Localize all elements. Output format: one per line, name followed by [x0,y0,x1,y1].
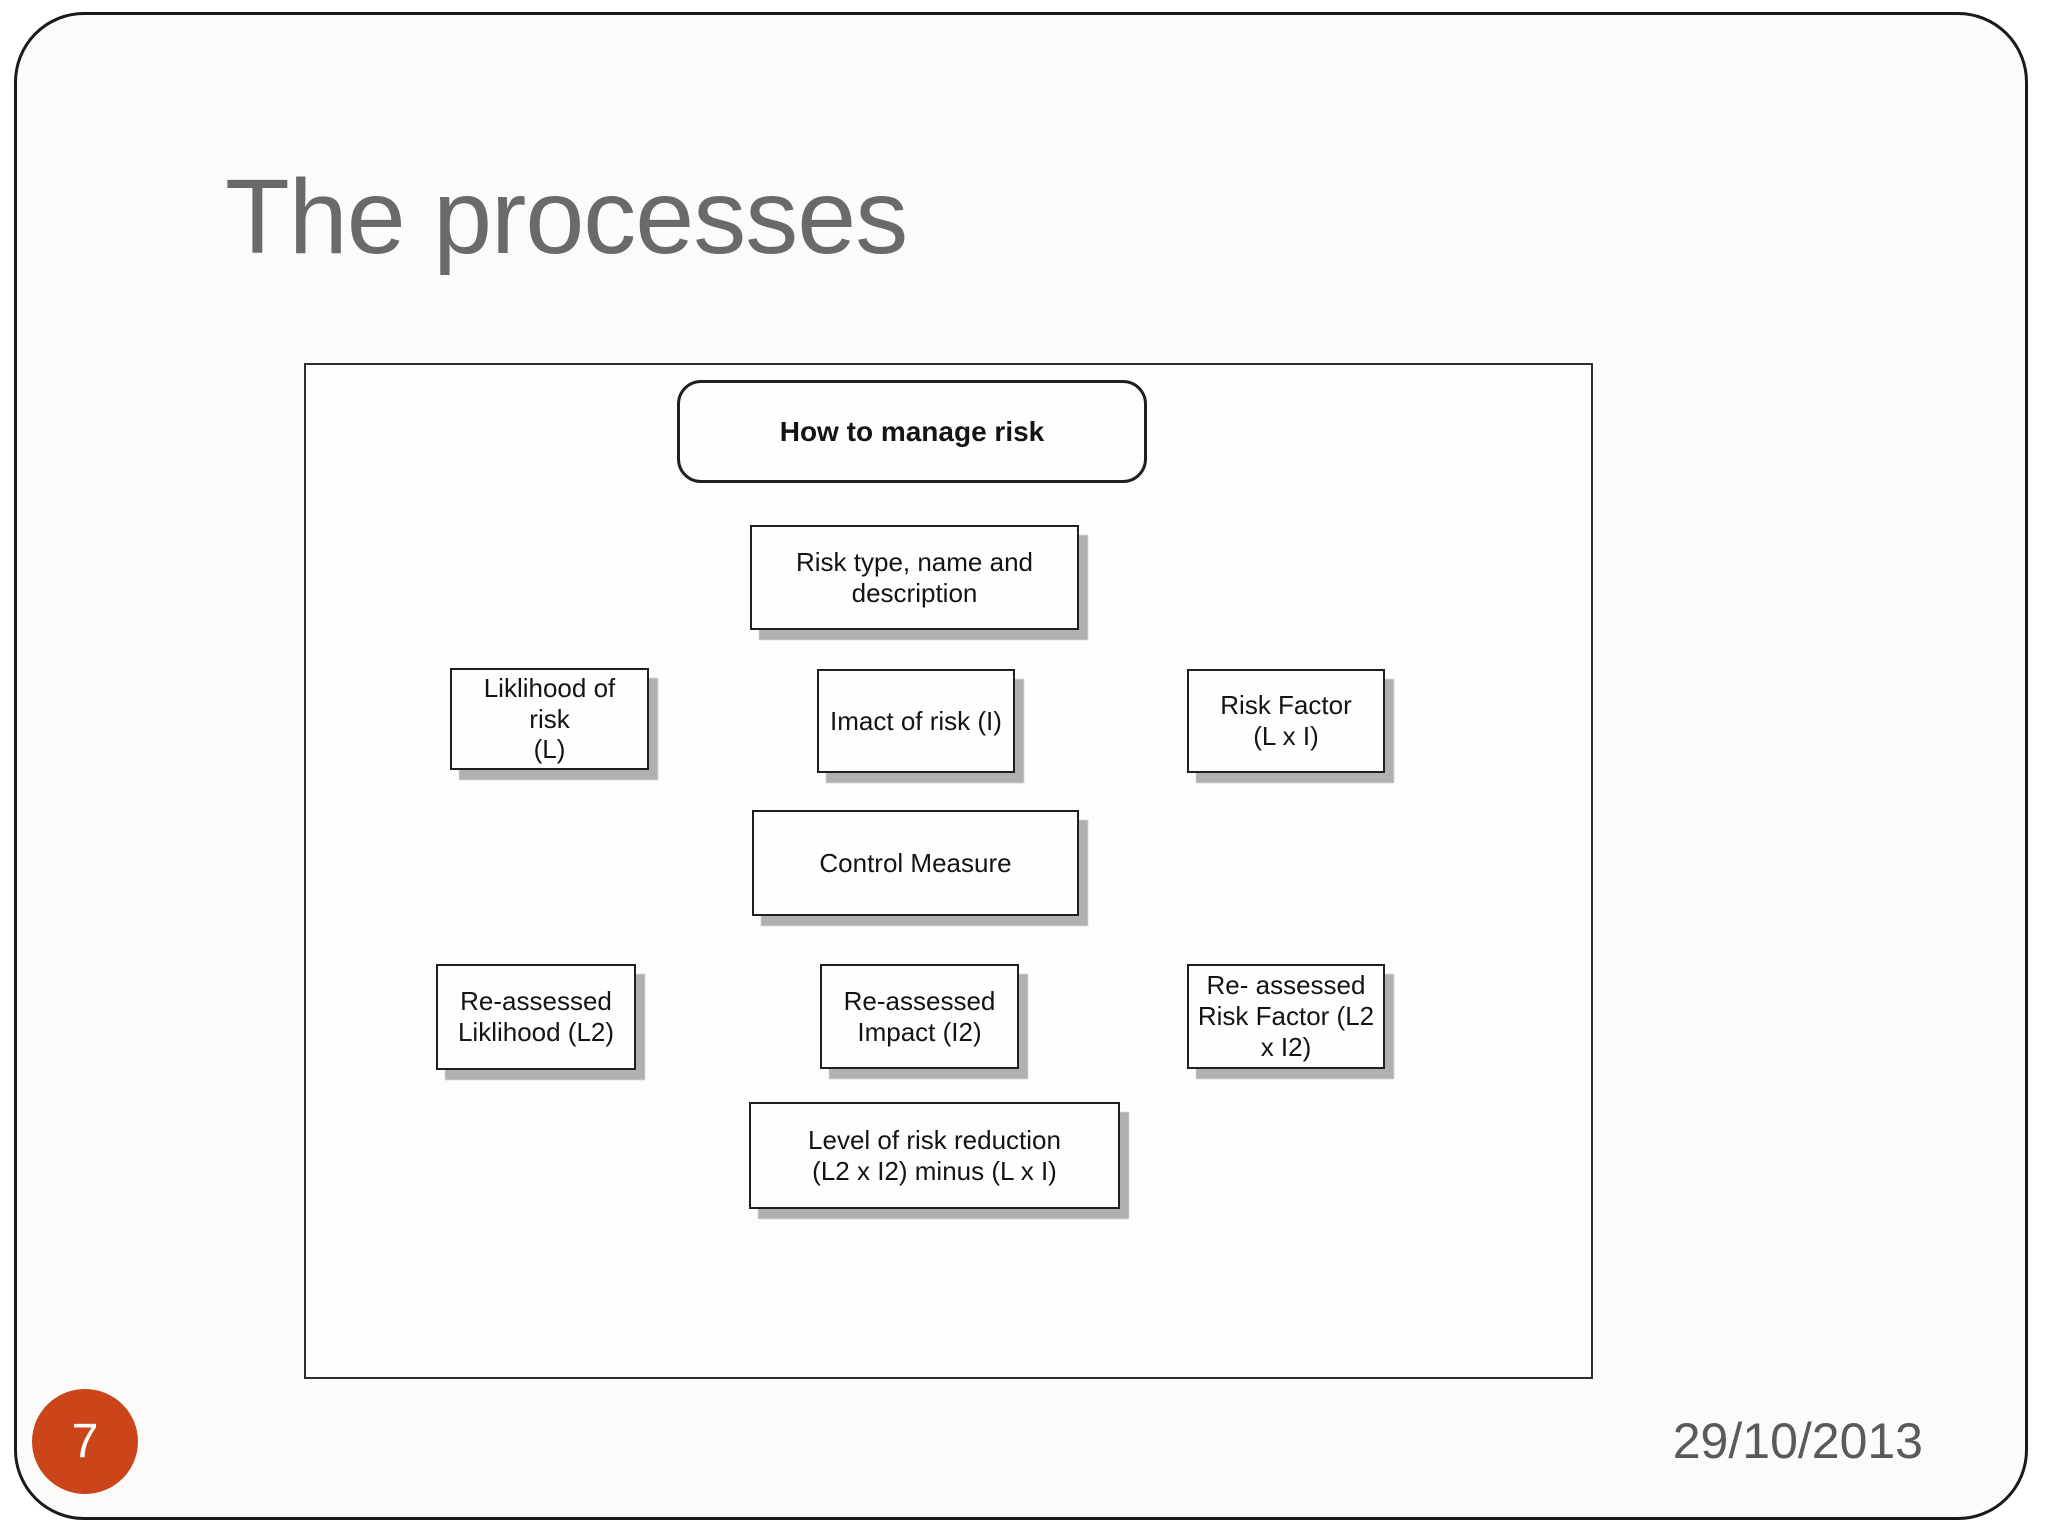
flow-box-likelihood-of-risk: Liklihood of risk (L) [450,668,649,770]
flow-box-reassessed-impact: Re-assessed Impact (I2) [820,964,1019,1069]
flow-box-risk-type-name-description: Risk type, name and description [750,525,1079,630]
flow-box-reassessed-likelihood: Re-assessed Liklihood (L2) [436,964,636,1070]
slide-title: The processes [225,158,908,276]
slide-date: 29/10/2013 [1672,1413,1923,1469]
flow-box-control-measure: Control Measure [752,810,1079,916]
flow-box-risk-factor: Risk Factor (L x I) [1187,669,1385,773]
process-diagram-frame: How to manage risk Risk type, name and d… [304,363,1593,1379]
page-number-badge: 7 [32,1389,138,1494]
flow-box-how-to-manage-risk: How to manage risk [677,380,1147,483]
flow-box-level-of-risk-reduction: Level of risk reduction (L2 x I2) minus … [749,1102,1120,1209]
page-number-text: 7 [71,1415,99,1468]
flow-box-reassessed-risk-factor: Re- assessed Risk Factor (L2 x I2) [1187,964,1385,1069]
flow-box-impact-of-risk: Imact of risk (I) [817,669,1015,773]
